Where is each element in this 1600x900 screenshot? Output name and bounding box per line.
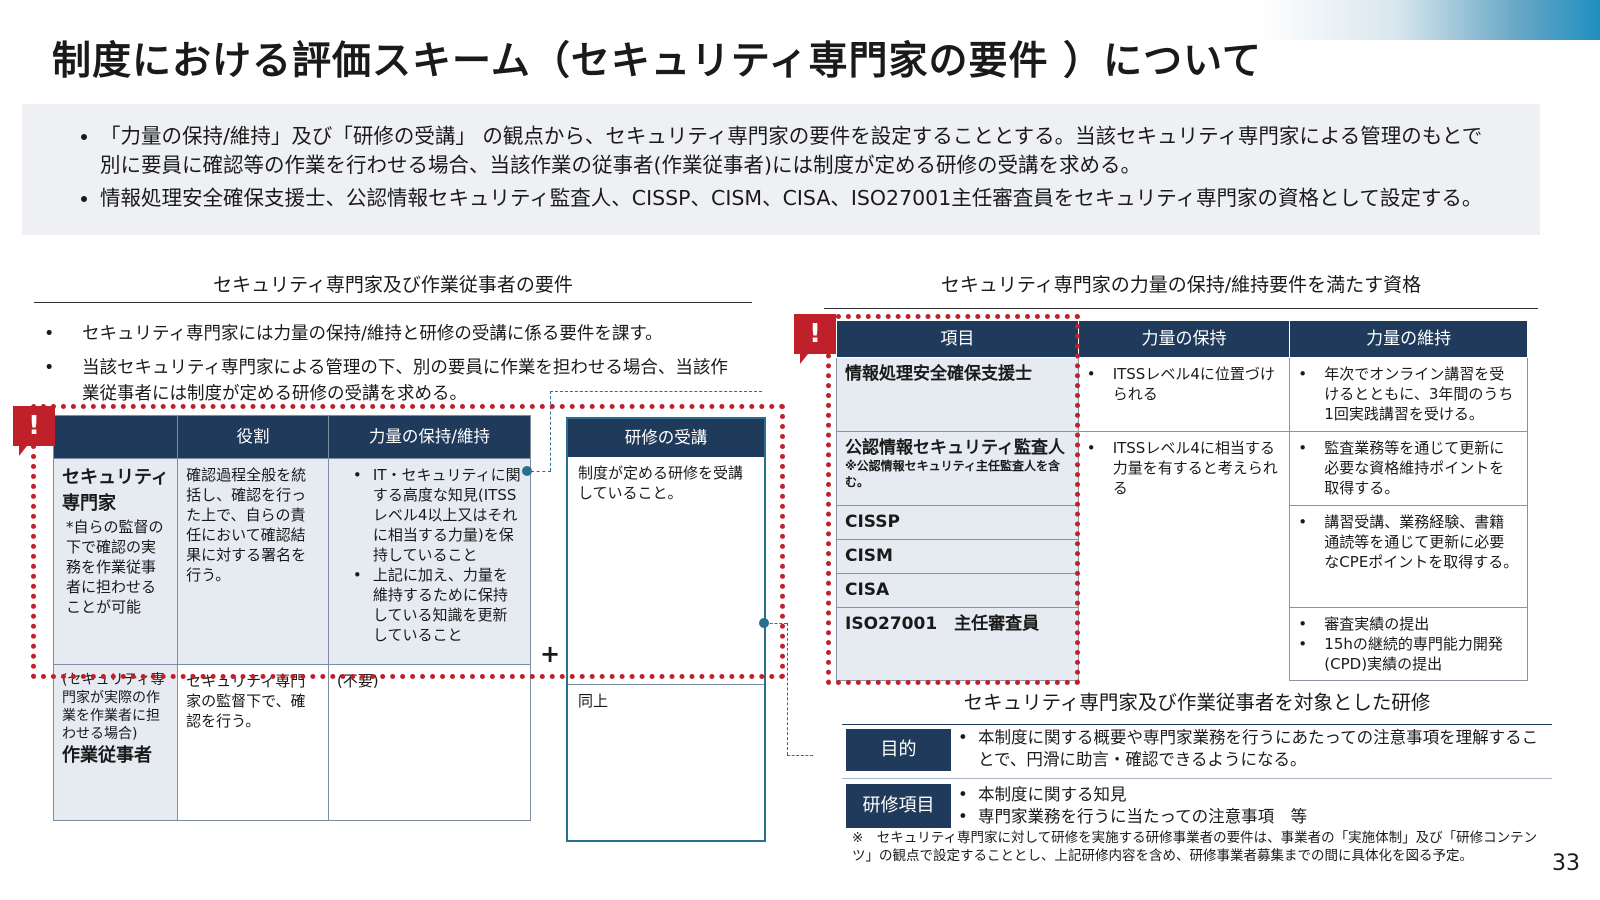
training-rule (842, 778, 1552, 779)
left-bullet: セキュリティ専門家には力量の保持/維持と研修の受講に係る要件を課す。 (44, 321, 734, 347)
left-bullet: 当該セキュリティ専門家による管理の下、別の要員に作業を担わせる場合、当該作業従事… (44, 355, 734, 407)
qual-hold: ITSSレベル4に位置づけられる (1077, 357, 1291, 432)
req-header-blank (52, 415, 179, 459)
qual-header-hold: 力量の保持 (1077, 320, 1291, 358)
connector-line (787, 623, 788, 755)
highlight-frame-right (826, 314, 1080, 685)
page-number: 33 (1552, 851, 1580, 876)
summary-bullet: 情報処理安全確保支援士、公認情報セキュリティ監査人、CISSP、CISM、CIS… (100, 184, 1500, 213)
connector-dot (759, 618, 769, 628)
qual-keep: 年次でオンライン講習を受けるとともに、3年間のうち1回実践講習を受ける。 (1289, 357, 1528, 432)
qual-name: 公認情報セキュリティ監査人 (845, 438, 1065, 458)
qual-hold-text: ITSSレベル4に位置づけられる (1087, 364, 1282, 404)
qual-header-item: 項目 (836, 320, 1079, 358)
items-label: 研修項目 (846, 784, 951, 828)
highlight-frame-left (31, 404, 785, 679)
connector-line (787, 755, 813, 756)
connector-line (550, 391, 551, 471)
competence-item: 上記に加え、力量を維持するために保持している知識を更新していること (353, 565, 522, 645)
alert-icon: ! (794, 314, 836, 364)
qual-hold: ITSSレベル4に相当する力量を有すると考えられる (1077, 431, 1291, 681)
training-header: 研修の受講 (568, 419, 764, 457)
connector-dot (522, 466, 532, 476)
qual-name-sub: ※公認情報セキュリティ主任監査人を含む。 (845, 459, 1060, 489)
plus-sign: + (540, 640, 561, 668)
left-heading-rule (34, 302, 752, 303)
qual-keep-text: 15hの継続的専門能力開発(CPD)実績の提出 (1298, 634, 1519, 674)
connector-line (550, 391, 762, 392)
left-section-heading: セキュリティ専門家及び作業従事者の要件 (213, 274, 573, 296)
expert-role: 確認過程全般を統括し、確認を行った上で、自らの責任において確認結果に対する署名を… (177, 458, 329, 665)
purpose-label: 目的 (846, 729, 951, 771)
expert-competence: IT・セキュリティに関する高度な知見(ITSSレベル4以上又はそれに相当する力量… (327, 458, 532, 665)
training-item: 専門家業務を行うに当たっての注意事項 等 (958, 806, 1550, 828)
summary-box: 「力量の保持/維持」及び「研修の受講」 の観点から、セキュリティ専門家の要件を設… (22, 104, 1540, 235)
worker-role: セキュリティ専門家の監督下で、確認を行う。 (177, 664, 329, 821)
footnote: ※ セキュリティ専門家に対して研修を実施する研修事業者の要件は、事業者の「実施体… (852, 830, 1538, 864)
training-worker: 同上 (578, 692, 609, 710)
qual-name: CISSP (836, 505, 1079, 540)
items-list: 本制度に関する知見 専門家業務を行うに当たっての注意事項 等 (958, 784, 1550, 828)
purpose-text: 本制度に関する概要や専門家業務を行うにあたっての注意事項を理解することで、円滑に… (958, 727, 1550, 771)
right-heading-rule (824, 308, 1538, 309)
page-title: 制度における評価スキーム（セキュリティ専門家の要件 ）について (52, 39, 1262, 84)
alert-icon: ! (13, 406, 55, 456)
expert-note: *自らの監督の下で確認の実務を作業従事者に担わせることが可能 (66, 518, 164, 616)
competence-item: IT・セキュリティに関する高度な知見(ITSSレベル4以上又はそれに相当する力量… (353, 465, 522, 565)
qualification-table: 項目 力量の保持 力量の維持 情報処理安全確保支援士 ITSSレベル4に位置づけ… (836, 320, 1528, 681)
qual-keep-text: 審査実績の提出 (1298, 614, 1519, 634)
expert-cell: セキュリティ専門家 *自らの監督の下で確認の実務を作業従事者に担わせることが可能 (52, 458, 179, 665)
qual-keep: 講習受講、業務経験、書籍通読等を通じて更新に必要なCPEポイントを取得する。 (1289, 505, 1528, 608)
training-expert: 制度が定める研修を受講していること。 (568, 457, 764, 685)
requirements-table: 役割 力量の保持/維持 セキュリティ専門家 *自らの監督の下で確認の実務を作業従… (52, 415, 532, 821)
training-section-heading: セキュリティ専門家及び作業従事者を対象とした研修 (963, 691, 1431, 714)
left-bullets: セキュリティ専門家には力量の保持/維持と研修の受講に係る要件を課す。 当該セキュ… (44, 321, 734, 415)
training-box: 研修の受講 制度が定める研修を受講していること。 同上 (566, 417, 766, 842)
corner-decoration (1260, 0, 1600, 40)
req-header-competence: 力量の保持/維持 (327, 415, 532, 459)
qual-keep-text: 年次でオンライン講習を受けるとともに、3年間のうち1回実践講習を受ける。 (1298, 364, 1519, 424)
qual-name: CISA (836, 573, 1079, 608)
worker-note: (セキュリティ専門家が実際の作業を作業者に担わせる場合) (62, 672, 165, 742)
qual-keep-text: 監査業務等を通じて更新に必要な資格維持ポイントを取得する。 (1298, 438, 1519, 498)
connector-line (531, 471, 551, 472)
worker-competence: (不要) (327, 664, 532, 821)
purpose-list: 本制度に関する概要や専門家業務を行うにあたっての注意事項を理解することで、円滑に… (958, 727, 1550, 771)
expert-name: セキュリティ専門家 (62, 467, 169, 514)
qual-keep: 審査実績の提出 15hの継続的専門能力開発(CPD)実績の提出 (1289, 607, 1528, 681)
qual-name: 情報処理安全確保支援士 (836, 357, 1079, 432)
training-rule (842, 724, 1552, 725)
summary-bullet: 「力量の保持/維持」及び「研修の受講」 の観点から、セキュリティ専門家の要件を設… (100, 122, 1500, 180)
connector-line (765, 623, 787, 624)
worker-name: 作業従事者 (62, 745, 152, 766)
qual-name: ISO27001 主任審査員 (836, 607, 1079, 681)
right-section-heading: セキュリティ専門家の力量の保持/維持要件を満たす資格 (940, 274, 1422, 296)
qual-keep-text: 講習受講、業務経験、書籍通読等を通じて更新に必要なCPEポイントを取得する。 (1298, 512, 1519, 572)
qual-name-cell: 公認情報セキュリティ監査人 ※公認情報セキュリティ主任監査人を含む。 (836, 431, 1079, 506)
qual-keep: 監査業務等を通じて更新に必要な資格維持ポイントを取得する。 (1289, 431, 1528, 506)
qual-header-keep: 力量の維持 (1289, 320, 1528, 358)
qual-hold-text: ITSSレベル4に相当する力量を有すると考えられる (1087, 438, 1282, 498)
worker-cell: (セキュリティ専門家が実際の作業を作業者に担わせる場合) 作業従事者 (52, 664, 179, 821)
training-item: 本制度に関する知見 (958, 784, 1550, 806)
